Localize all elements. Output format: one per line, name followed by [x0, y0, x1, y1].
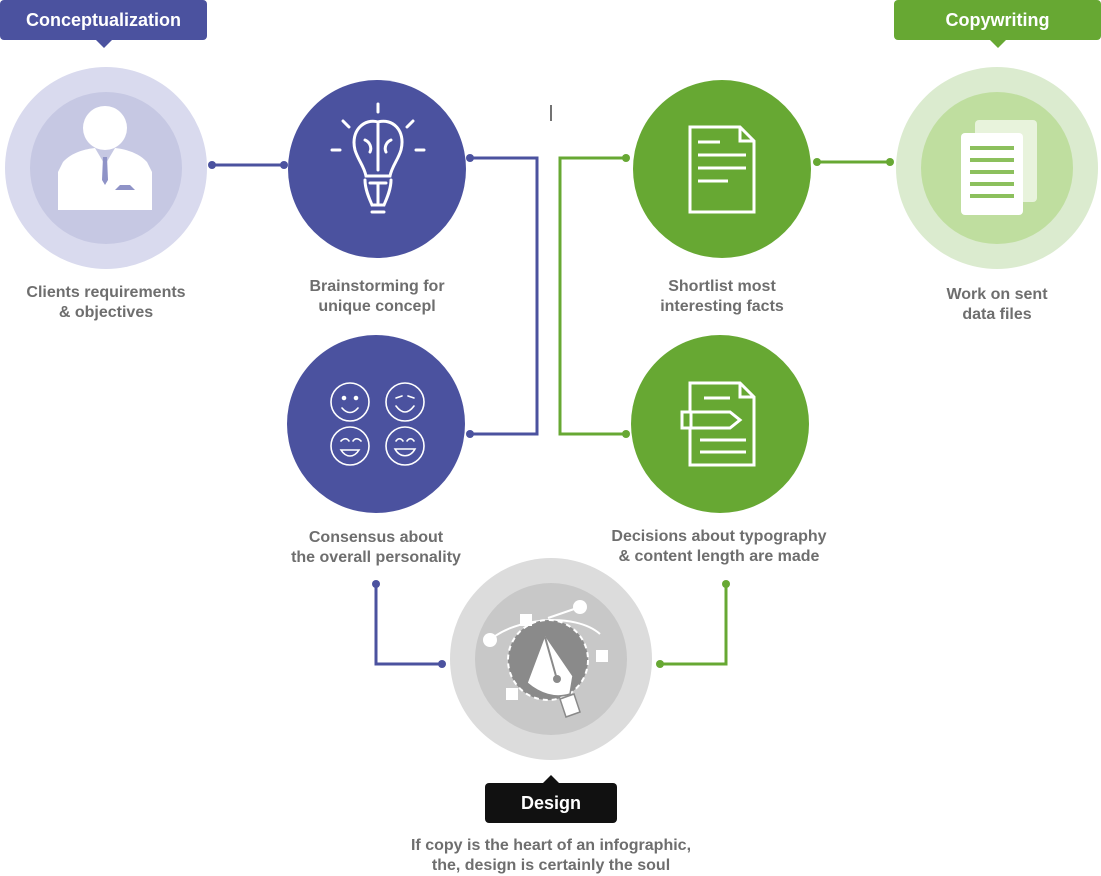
clients-label: Clients requirements & objectives: [6, 283, 206, 323]
brainstorm-label: Brainstorming for unique concepl: [277, 277, 477, 317]
decisions-node: [631, 335, 809, 513]
shortlist-label-line2: interesting facts: [660, 298, 784, 315]
consensus-label-line1: Consensus about: [308, 529, 444, 546]
brainstorm-node: [288, 80, 466, 258]
document-pen-icon: [680, 381, 756, 467]
clients-label-line1: Clients requirements: [26, 284, 186, 301]
shortlist-label-line1: Shortlist most: [668, 278, 776, 295]
clients-node: [5, 67, 207, 269]
decisions-label: Decisions about typography & content len…: [589, 527, 849, 567]
pen-tool-icon: [483, 600, 608, 718]
shortlist-label: Shortlist most interesting facts: [622, 277, 822, 317]
consensus-label-line2: the overall personality: [291, 549, 461, 566]
design-caption-line1: If copy is the heart of an infographic,: [410, 837, 692, 854]
smiley-faces-icon: [330, 382, 425, 466]
document-icon: [688, 125, 756, 214]
design-caption-line2: the, design is certainly the soul: [431, 857, 671, 874]
clients-label-line2: & objectives: [58, 304, 154, 321]
purple-connectors: [212, 156, 539, 666]
design-tag: Design: [485, 775, 617, 823]
workon-label-line2: data files: [962, 306, 1032, 323]
copywriting-tag: Copywriting: [894, 0, 1101, 48]
brain-bulb-icon: [330, 102, 426, 214]
consensus-label: Consensus about the overall personality: [256, 528, 496, 568]
decisions-label-line1: Decisions about typography: [611, 528, 827, 545]
design-caption: If copy is the heart of an infographic, …: [371, 836, 731, 876]
shortlist-node: [633, 80, 811, 258]
consensus-node: [287, 335, 465, 513]
workon-label: Work on sent data files: [897, 285, 1097, 325]
green-connectors: [558, 156, 890, 666]
brainstorm-label-line1: Brainstorming for: [309, 278, 445, 295]
decisions-label-line2: & content length are made: [618, 548, 820, 565]
businessman-icon: [58, 106, 152, 210]
conceptualization-tag: Conceptualization: [0, 0, 207, 48]
files-stack-icon: [961, 120, 1037, 215]
workon-node: [896, 67, 1098, 269]
design-node: [450, 558, 652, 760]
workon-label-line1: Work on sent: [946, 286, 1048, 303]
brainstorm-label-line2: unique concepl: [318, 298, 436, 315]
